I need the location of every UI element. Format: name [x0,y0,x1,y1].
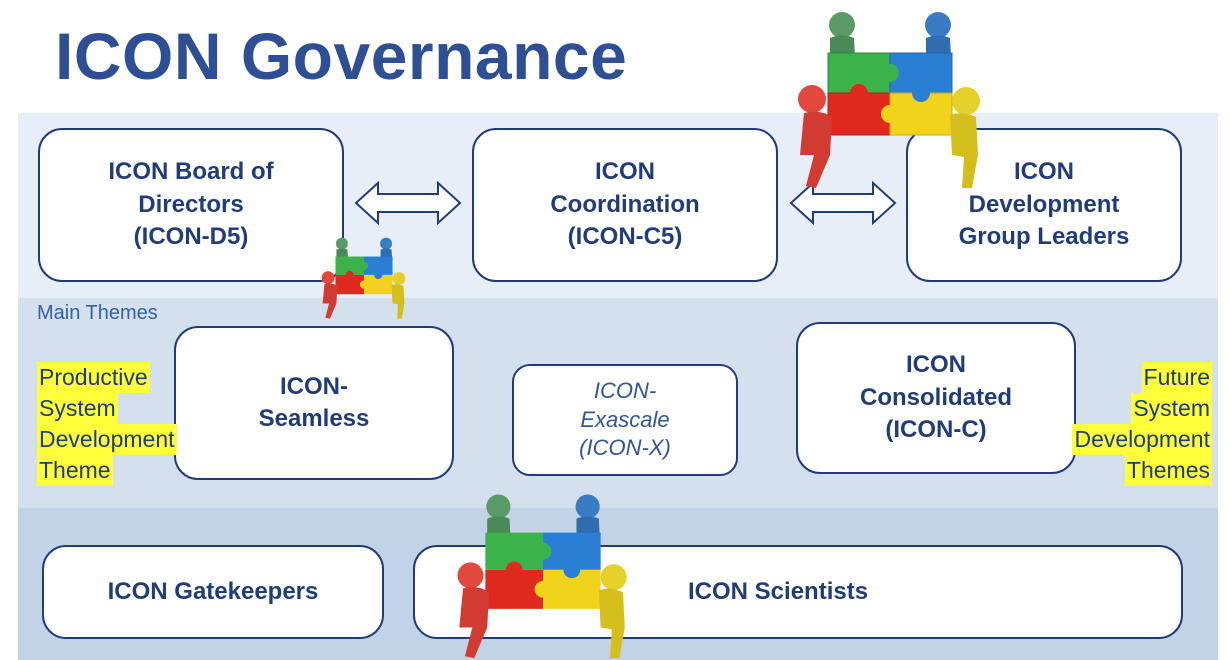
right-theme-line-4: Themes [1124,455,1212,487]
left-theme-line-4: Theme [37,455,113,487]
double-arrow-icon [354,180,462,226]
seamless-line-2: Seamless [258,405,370,432]
board-line-1: ICON Board of [108,158,274,186]
consolidated-line-3: (ICON-C) [885,416,987,444]
scientists-label: ICON Scientists [688,577,869,605]
coordination-line-1: ICON [595,158,655,186]
left-theme-line-1: Productive [37,362,150,394]
right-theme-line-1: Future [1141,362,1212,394]
productive-theme-label: Productive System Development Theme [37,362,177,487]
board-line-2: Directors [138,190,244,218]
puzzle-team-icon [321,237,406,319]
board-line-3: (ICON-D5) [133,223,249,251]
page-title: ICON Governance [55,19,628,93]
coordination-line-2: Coordination [550,190,700,218]
right-theme-line-2: System [1131,393,1212,425]
dev-leaders-line-1: ICON [1014,158,1074,186]
exascale-line-1: ICON- [593,378,657,404]
icon-consolidated-box: ICON Consolidated (ICON-C) [796,322,1076,474]
gatekeepers-label: ICON Gatekeepers [107,577,319,605]
left-theme-line-3: Development [37,424,177,456]
coordination-line-3: (ICON-C5) [567,223,683,251]
consolidated-line-2: Consolidated [859,383,1012,411]
puzzle-team-icon [798,12,980,188]
seamless-line-1: ICON- [279,372,348,400]
double-arrow-icon [789,180,897,226]
coordination-box: ICON Coordination (ICON-C5) [472,128,778,282]
exascale-line-2: Exascale [580,406,670,432]
dev-leaders-line-3: Group Leaders [958,223,1130,251]
dev-leaders-line-2: Development [968,190,1120,218]
exascale-line-3: (ICON-X) [579,435,671,461]
icon-gatekeepers-box: ICON Gatekeepers [42,545,384,639]
future-themes-label: Future System Development Themes [1072,362,1212,487]
main-themes-label: Main Themes [37,302,158,324]
puzzle-team-icon [457,494,627,659]
board-of-directors-box: ICON Board of Directors (ICON-D5) [38,128,344,282]
development-group-leaders-box: ICON Development Group Leaders [906,128,1182,282]
icon-seamless-box: ICON- Seamless [174,326,454,480]
right-theme-line-3: Development [1072,424,1212,456]
icon-exascale-box: ICON- Exascale (ICON-X) [512,364,738,476]
left-theme-line-2: System [37,393,118,425]
consolidated-line-1: ICON [905,351,966,379]
